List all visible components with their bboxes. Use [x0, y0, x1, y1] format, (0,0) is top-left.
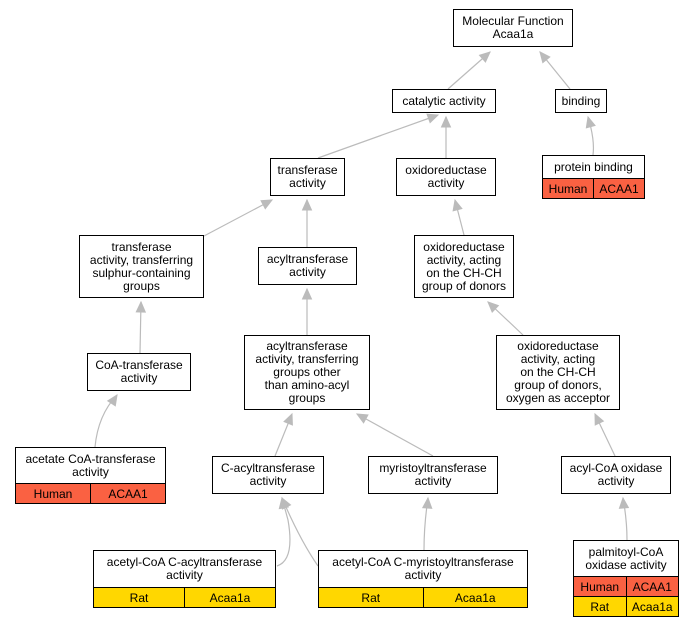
edge-myristoyl-to-acylother [355, 413, 434, 457]
node-acetyl-coa-c-acyltransferase[interactable]: acetyl-CoA C-acyltransferase activity Ra… [93, 550, 276, 608]
node-label: acyl-CoA oxidase activity [569, 461, 663, 488]
species-cell: Human [574, 577, 626, 596]
arrowhead [618, 496, 630, 509]
arrowhead [452, 198, 463, 212]
edge-sulphur-to-transferase [203, 199, 274, 237]
gene-cell: Acaa1a [625, 597, 678, 616]
node-label: acyltransferase activity [266, 252, 349, 279]
arrowhead [301, 198, 313, 211]
node-palmitoyl-coa-oxidase[interactable]: palmitoyl-CoA oxidase activity Human ACA… [573, 540, 679, 617]
node-acetate-coa-transferase[interactable]: acetate CoA-transferase activity Human A… [15, 447, 166, 504]
edge-acylother-to-acyltransferase [301, 287, 313, 335]
node-label: acyltransferase activity, transferring g… [255, 339, 359, 405]
gene-cell: ACAA1 [625, 577, 678, 596]
node-acyl-coa-oxidase-activity[interactable]: acyl-CoA oxidase activity [561, 456, 671, 494]
node-c-acyltransferase-activity[interactable]: C-acyltransferase activity [212, 456, 324, 494]
node-oxidoreductase-ch-ch[interactable]: oxidoreductase activity, acting on the C… [414, 235, 514, 298]
arrowhead [283, 412, 293, 426]
gene-cell: Acaa1a [184, 588, 275, 607]
edge-palmitoyl-to-acyloxidase [618, 496, 630, 541]
node-label: CoA-transferase activity [95, 358, 183, 385]
arrowhead [426, 113, 440, 124]
arrowhead [594, 412, 605, 426]
species-cell: Human [543, 179, 593, 198]
node-label: palmitoyl-CoA oxidase activity [585, 544, 667, 572]
node-binding[interactable]: binding [555, 89, 607, 113]
edge-oxidoreductase-to-catalytic [440, 115, 452, 158]
node-label: catalytic activity [402, 93, 486, 108]
node-acetyl-coa-c-myristoyltransferase[interactable]: acetyl-CoA C-myristoyltransferase activi… [318, 550, 528, 608]
node-oxidoreductase-activity[interactable]: oxidoreductase activity [396, 158, 496, 196]
edge-o2-to-chch [487, 301, 524, 336]
node-acyltransferase-activity[interactable]: acyltransferase activity [258, 247, 357, 285]
edge-acetylmyr-to-cacyl [281, 496, 319, 567]
edge-acyloxidase-to-o2 [594, 412, 616, 457]
node-oxidoreductase-oxygen-acceptor[interactable]: oxidoreductase activity, acting on the C… [496, 335, 620, 410]
arrowhead [355, 413, 369, 424]
node-molecular-function[interactable]: Molecular Function Acaa1a [453, 9, 573, 47]
edge-binding-to-mf [539, 51, 571, 90]
gene-row-rat: Rat Acaa1a [574, 596, 678, 616]
gene-cell: ACAA1 [90, 484, 165, 503]
gene-cell: Acaa1a [422, 588, 527, 607]
species-cell: Rat [574, 597, 626, 616]
node-label: acetyl-CoA C-acyltransferase activity [106, 555, 263, 582]
edge-cacyl-to-acylother [274, 412, 293, 457]
arrowhead [281, 496, 292, 510]
arrowhead [478, 51, 491, 63]
node-catalytic-activity[interactable]: catalytic activity [392, 89, 496, 113]
node-transferase-sulphur-groups[interactable]: transferase activity, transferring sulph… [79, 235, 204, 298]
gene-row-rat: Rat Acaa1a [94, 587, 275, 607]
arrowhead [421, 496, 433, 509]
species-cell: Rat [94, 588, 184, 607]
node-label: binding [561, 93, 601, 108]
arrowhead [585, 115, 596, 129]
edge-acyltransferase-to-transferase [301, 198, 313, 247]
node-label: oxidoreductase activity, acting on the C… [505, 339, 611, 405]
edge-catalytic-to-mf [447, 51, 491, 90]
gene-row-rat: Rat Acaa1a [319, 587, 527, 607]
arrowhead [487, 301, 500, 314]
node-label: acetate CoA-transferase activity [25, 451, 156, 479]
species-cell: Human [16, 484, 90, 503]
edge-protein-binding-to-binding [585, 115, 596, 156]
species-cell: Rat [319, 588, 423, 607]
node-label: Molecular Function Acaa1a [462, 14, 564, 41]
gene-row-human: Human ACAA1 [16, 483, 165, 503]
node-label: protein binding [554, 159, 633, 174]
node-label: oxidoreductase activity, acting on the C… [421, 239, 507, 293]
node-label: acetyl-CoA C-myristoyltransferase activi… [332, 555, 514, 582]
node-acyltransferase-other-groups[interactable]: acyltransferase activity, transferring g… [244, 335, 370, 410]
node-label: C-acyltransferase activity [220, 461, 316, 488]
node-label: transferase activity [277, 163, 338, 190]
arrowhead [440, 115, 452, 128]
node-label: oxidoreductase activity [405, 163, 487, 190]
arrowhead [135, 300, 147, 313]
edge-transferase-to-catalytic [317, 113, 440, 159]
edge-coa-to-sulphur [135, 300, 147, 354]
edge-acetylmyr-to-myristoyl [421, 496, 433, 551]
arrowhead [301, 287, 313, 300]
gene-row-human: Human ACAA1 [574, 576, 678, 596]
node-coa-transferase-activity[interactable]: CoA-transferase activity [87, 353, 191, 391]
node-label: transferase activity, transferring sulph… [89, 239, 194, 293]
node-myristoyltransferase-activity[interactable]: myristoyltransferase activity [368, 456, 498, 494]
gene-row-human: Human ACAA1 [543, 178, 644, 198]
node-transferase-activity[interactable]: transferase activity [270, 158, 345, 196]
arrowhead [539, 51, 551, 64]
gene-cell: ACAA1 [593, 179, 644, 198]
node-label: myristoyltransferase activity [379, 461, 487, 488]
edge-acetate-to-coa [94, 393, 118, 448]
arrowhead [106, 393, 118, 407]
node-protein-binding[interactable]: protein binding Human ACAA1 [542, 155, 645, 199]
arrowhead [260, 199, 274, 210]
edge-chch-to-oxidoreductase [452, 198, 465, 236]
